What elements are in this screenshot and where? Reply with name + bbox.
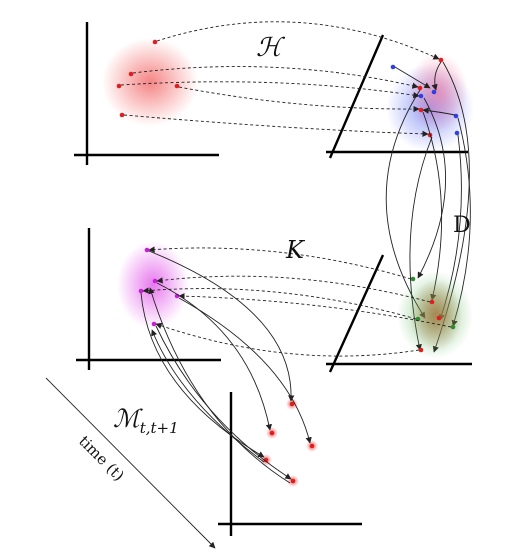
top-right-inner-arrows (394, 61, 456, 116)
time-axis-arrow (45, 377, 216, 549)
pink-cloud (408, 52, 468, 132)
red-point (269, 430, 275, 436)
k-arrow (142, 287, 417, 320)
h-arrows (120, 21, 440, 137)
red-point (438, 57, 444, 63)
red-point (290, 478, 296, 484)
m-operator-main: ℳ (113, 404, 143, 433)
middle-right-space (326, 254, 473, 373)
blue-point (454, 130, 460, 136)
time-axis-label: time (t) (75, 432, 128, 485)
m-arrow-back (151, 329, 265, 463)
red-point (309, 443, 315, 449)
green-point (410, 276, 416, 282)
magenta-point (152, 278, 158, 284)
h-operator-label: ℋ (256, 33, 286, 63)
red-point (289, 401, 295, 407)
magenta-point (144, 247, 150, 253)
h-arrow (156, 21, 440, 60)
m-arrows (140, 250, 312, 484)
m-arrow (156, 282, 272, 431)
blue-point (390, 64, 396, 70)
k-arrow (148, 246, 412, 280)
red-point (429, 299, 435, 305)
red-point (174, 83, 180, 89)
top-right-space (326, 34, 474, 159)
k-arrow (156, 275, 431, 303)
bottom-space (218, 392, 362, 536)
h-arrow (178, 86, 420, 113)
brown-cloud (410, 279, 462, 351)
red-point (436, 315, 442, 321)
middle-right-slanted-axis (328, 254, 385, 373)
red-point (119, 112, 125, 118)
red-point (263, 457, 269, 463)
magenta-point (151, 321, 157, 327)
m-operator-subscript: t,t+1 (140, 419, 179, 437)
blue-point (418, 93, 424, 99)
m-arrow (178, 297, 312, 444)
m-arrow (140, 292, 265, 458)
m-arrow (155, 325, 292, 480)
red-point (417, 85, 423, 91)
middle-left-space (76, 228, 221, 370)
magenta-cloud (117, 241, 189, 329)
k-arrows (142, 246, 452, 357)
blue-point (453, 113, 459, 119)
m-arrow-back (148, 287, 291, 484)
red-point (152, 39, 158, 45)
h-arrow (132, 66, 419, 89)
red-point (418, 347, 424, 353)
m-operator-label: ℳt,t+1 (113, 404, 179, 437)
d-arrow (417, 97, 447, 279)
inner-arrow (394, 66, 431, 89)
k-arrow (155, 322, 420, 357)
m-arrow (148, 250, 295, 402)
magenta-point (138, 288, 144, 294)
k-operator-label: K (285, 236, 306, 264)
red-cloud (102, 38, 198, 126)
k-arrow (178, 293, 452, 328)
top-left-space (74, 22, 219, 165)
d-operator-label: D (453, 213, 471, 238)
blue-point (431, 89, 437, 95)
red-point (418, 107, 424, 113)
top-right-slanted-axis (328, 34, 385, 159)
inner-arrow (422, 107, 456, 116)
inner-arrow (431, 61, 442, 91)
red-point (128, 71, 134, 77)
red-point (116, 83, 122, 89)
h-arrow (120, 81, 420, 99)
h-arrow (123, 114, 429, 137)
green-point (450, 324, 456, 330)
